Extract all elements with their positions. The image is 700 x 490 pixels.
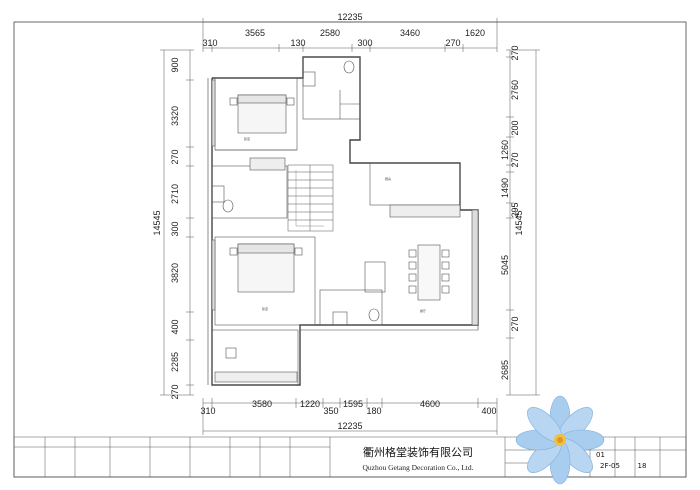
top-dim-3: 130 [290,38,305,48]
right-dim-10: 2685 [500,360,510,380]
bottom-total-dim: 12235 [337,421,362,431]
top-dim-4: 2580 [320,28,340,38]
sheet-number: 18 [638,462,647,470]
left-dim-9: 270 [170,384,180,399]
staircase [287,164,334,232]
right-dim-9: 270 [510,316,520,331]
top-dim-6: 3460 [400,28,420,38]
bottom-dim-4: 350 [323,406,338,416]
top-dim-1: 310 [202,38,217,48]
top-dim-5: 300 [357,38,372,48]
top-total-dim: 12235 [337,12,362,22]
bottom-dim-1: 310 [200,406,215,416]
left-dim-6: 3820 [170,263,180,283]
bottom-dim-7: 4600 [420,399,440,409]
left-dim-7: 400 [170,319,180,334]
top-dim-7: 270 [445,38,460,48]
small-room [211,157,288,219]
top-dim-2: 3565 [245,28,265,38]
right-dim-8: 5045 [500,255,510,275]
company-name-en: Quzhou Getang Decoration Co., Ltd. [362,463,473,472]
top-dimension-chain [202,18,498,52]
right-dim-1: 270 [510,45,520,60]
kitchen-tag: 厨房 [385,176,391,181]
right-dim-6: 1490 [500,178,510,198]
left-dim-8: 2285 [170,352,180,372]
bottom-dim-6: 180 [366,406,381,416]
left-dim-2: 3320 [170,106,180,126]
bottom-dim-5: 1595 [343,399,363,409]
dining-table [417,244,441,301]
lower-bedroom [211,236,316,326]
right-dim-7: 295 [510,202,520,217]
company-name-cn: 衢州格堂装饰有限公司 [363,445,473,459]
left-dim-3: 270 [170,149,180,164]
bottom-dim-3: 1220 [300,399,320,409]
bottom-dimension-chain [202,398,498,435]
left-total-dim: 14545 [152,210,162,235]
right-dim-3: 200 [510,120,520,135]
lower-bathroom [319,261,386,326]
upper-bedroom [211,77,298,151]
top-dim-8: 1620 [465,28,485,38]
flower-decoration [515,395,605,485]
partial-code: 01 [596,451,605,459]
drawing-number: 2F-05 [600,462,620,470]
right-dim-2: 2760 [510,80,520,100]
bottom-dim-2: 3580 [252,399,272,409]
left-dimension-chain [160,49,194,396]
upper-bedroom-tag: 卧室 [244,136,250,141]
right-dim-4: 1260 [500,140,510,160]
right-dim-5: 270 [510,152,520,167]
lower-bedroom-tag: 卧室 [262,306,268,311]
dining-tag: 餐厅 [420,308,426,313]
dining-kitchen [369,162,479,326]
bottom-dim-8: 400 [481,406,496,416]
upper-bathroom [302,56,361,120]
right-total-dim: 14545 [514,210,524,235]
left-dim-5: 300 [170,221,180,236]
left-dim-4: 2710 [170,184,180,204]
left-dim-1: 900 [170,57,180,72]
right-dimension-chain [506,49,540,396]
bottom-left-room [211,329,299,386]
